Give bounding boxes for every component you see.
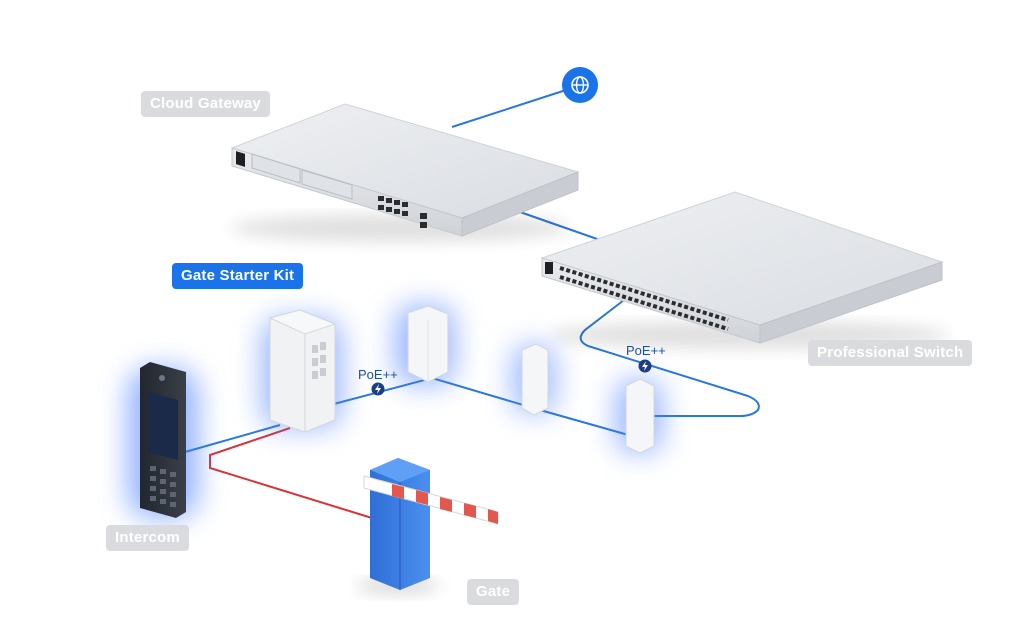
- cloud-gateway-label: Cloud Gateway: [141, 91, 270, 117]
- poe-indicator-2: PoE++: [626, 343, 666, 373]
- gate-starter-kit-label: Gate Starter Kit: [172, 263, 304, 289]
- access-point-1: [395, 305, 455, 385]
- professional-switch-label: Professional Switch: [808, 340, 973, 366]
- gate-control-link: [209, 427, 373, 519]
- switch-ports: [559, 266, 729, 331]
- gate-hub-device: [262, 309, 342, 433]
- cloud-gateway-device: [230, 103, 580, 242]
- poe-indicator-1: PoE++: [358, 367, 398, 396]
- gate-label: Gate: [467, 579, 520, 605]
- intercom-kit-link: [184, 424, 281, 453]
- poe-label: PoE++: [358, 367, 398, 382]
- professional-switch-device: [540, 191, 950, 349]
- access-point-2: [512, 343, 556, 416]
- globe-icon: [562, 67, 598, 103]
- intercom-device: [128, 362, 198, 518]
- poe-label: PoE++: [626, 343, 666, 358]
- internet-link: [451, 89, 567, 128]
- intercom-label: Intercom: [106, 525, 189, 551]
- barrier-arm: [363, 475, 499, 525]
- gate-barrier-device: [356, 458, 499, 594]
- access-point-3: [616, 378, 662, 454]
